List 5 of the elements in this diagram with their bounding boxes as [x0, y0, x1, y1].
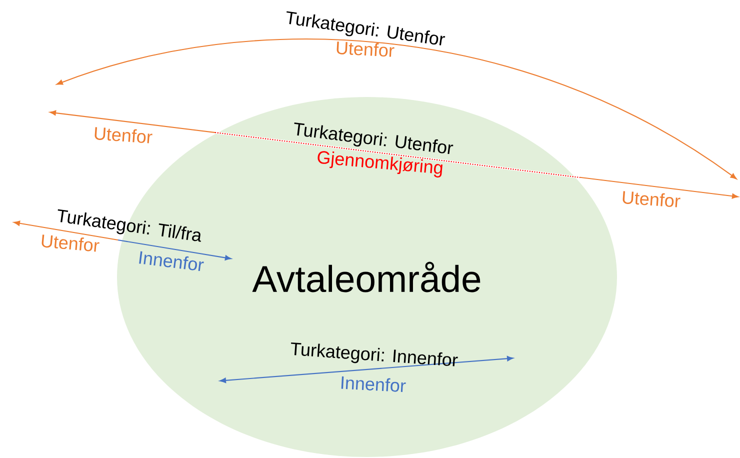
arrow-label: Utenfor — [42, 234, 100, 252]
arrow-label: Innenfor — [139, 251, 204, 271]
arrow-label: Utenfor — [94, 127, 152, 144]
arrow-label: Innenfor — [341, 376, 406, 392]
arrow-label: Turkategori: Innenfor — [291, 342, 458, 366]
